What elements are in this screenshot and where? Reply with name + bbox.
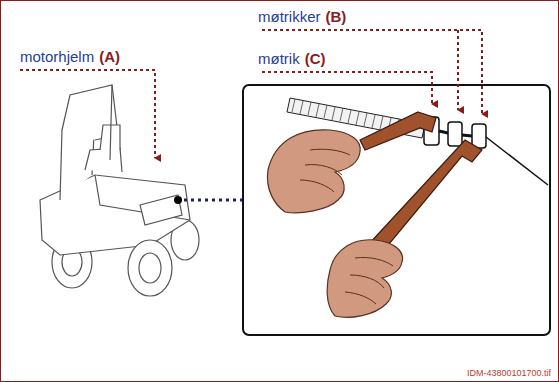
leader-lines [20,30,482,158]
file-id: IDM-43800101700.tif [467,368,551,379]
zoom-leader [184,199,243,202]
location-dot [174,196,182,204]
part-name: møtrik [258,50,300,67]
callout-letter: (B) [326,8,347,25]
label-row: møtrik (C) [258,50,325,68]
part-name: motorhjelm [20,48,94,65]
callout-letter: (A) [99,48,120,65]
cable [486,137,548,185]
part-name: møtrikker [258,8,321,25]
label-row: møtrikker (B) [258,8,346,26]
detail-frame [243,85,550,335]
lower-hand [327,140,482,317]
tractor-sketch [40,85,199,296]
upper-hand [267,112,436,213]
callout-letter: (C) [305,50,326,67]
label-row: motorhjelm (A) [20,48,120,66]
